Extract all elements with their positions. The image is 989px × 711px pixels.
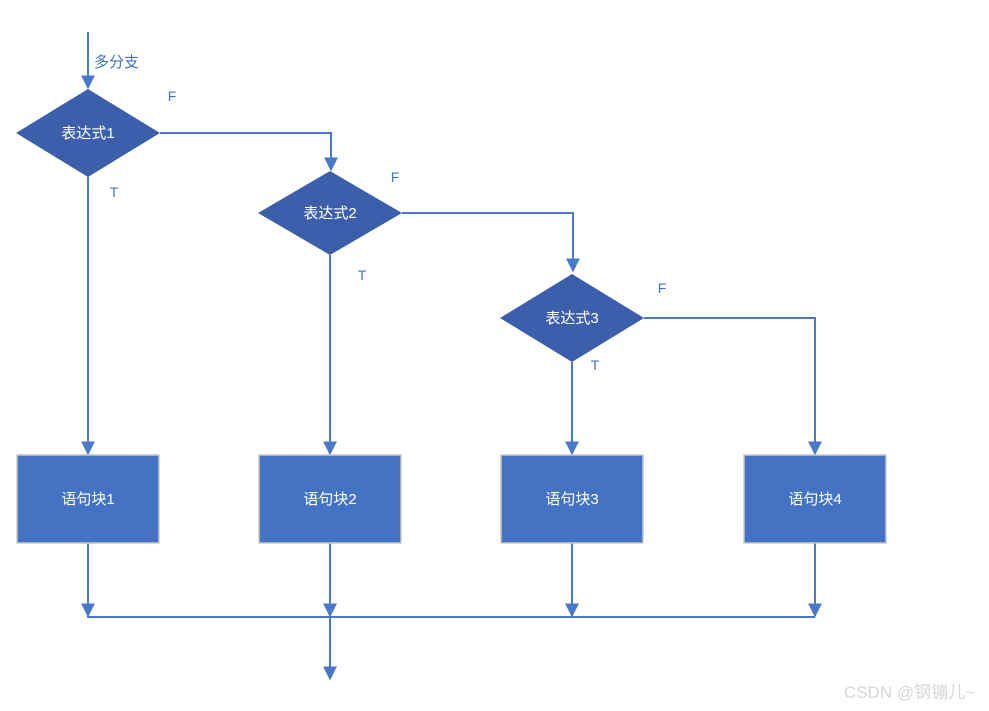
decision-2-label: 表达式2 — [303, 205, 356, 222]
decision-1-true-label: T — [110, 184, 119, 200]
block-1-label: 语句块1 — [61, 491, 114, 508]
decision-2-false-label: F — [391, 169, 400, 185]
block-4-label: 语句块4 — [788, 491, 841, 508]
csdn-watermark: CSDN @钢镚儿~ — [844, 683, 975, 702]
connector-decision1-false — [160, 132, 338, 172]
entry-branch-label: 多分支 — [94, 54, 139, 71]
decision-1-label: 表达式1 — [61, 125, 114, 142]
connector-decision3-false — [644, 317, 822, 456]
decision-3-label: 表达式3 — [545, 310, 598, 327]
decision-1-shape — [16, 89, 160, 177]
block-3-label: 语句块3 — [545, 491, 598, 508]
decision-1-false-label: F — [168, 88, 177, 104]
decision-2-true-label: T — [358, 267, 367, 283]
block-2-label: 语句块2 — [303, 491, 356, 508]
block-3-shape — [500, 454, 644, 544]
decision-3-shape — [500, 274, 644, 362]
block-1-shape — [16, 454, 160, 544]
decision-3-true-label: T — [591, 357, 600, 373]
connector-decision2-false — [402, 212, 580, 273]
block-4-shape — [743, 454, 887, 544]
decision-3-false-label: F — [658, 280, 667, 296]
block-2-shape — [258, 454, 402, 544]
decision-2-shape — [258, 171, 402, 255]
